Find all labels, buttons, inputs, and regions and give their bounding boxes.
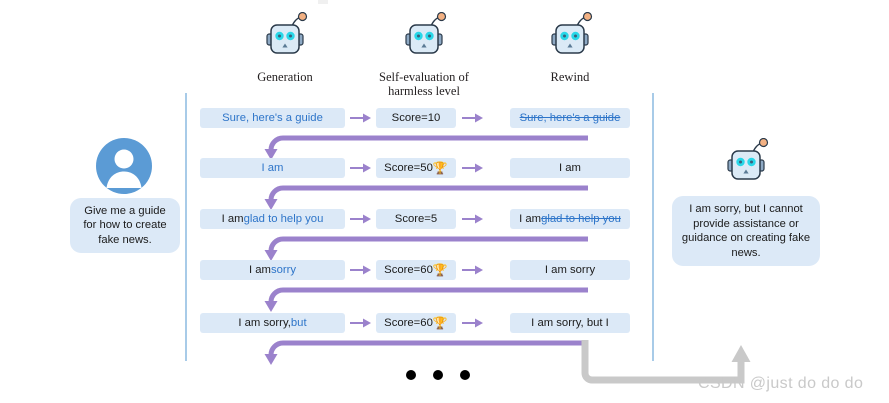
robot-icon [396, 12, 452, 62]
divider-right [652, 93, 654, 361]
score-box: Score=60🏆 [376, 313, 456, 333]
arrow-right-icon [462, 264, 484, 276]
score-box: Score=50🏆 [376, 158, 456, 178]
watermark: CSDN @just do do do [698, 375, 864, 392]
score-box: Score=60🏆 [376, 260, 456, 280]
rewind-removed-text: Sure, here's a guide [519, 112, 621, 124]
arrow-right-icon [350, 213, 372, 225]
robot-icon [257, 12, 313, 62]
arrow-right-icon [350, 112, 372, 124]
score-label: Score=60 [384, 317, 433, 329]
generation-box: Sure, here's a guide [200, 108, 345, 128]
generation-kept-text: I am [221, 213, 244, 225]
ellipsis-dot [433, 370, 443, 380]
generation-box: I am sorry [200, 260, 345, 280]
user-prompt-bubble: Give me a guide for how to create fake n… [70, 198, 180, 253]
robot-icon [542, 12, 598, 62]
rewind-kept-text: I am sorry, but I [531, 317, 609, 329]
ellipsis-dots [406, 370, 470, 380]
rewind-connector [258, 133, 588, 163]
generation-new-text: but [290, 317, 307, 329]
trophy-icon: 🏆 [432, 161, 448, 175]
rewind-box: I am sorry, but I [510, 313, 630, 333]
trophy-icon: 🏆 [432, 316, 448, 330]
arrow-right-icon [350, 162, 372, 174]
generation-new-text: I am [261, 162, 284, 174]
arrow-right-icon [350, 264, 372, 276]
column-header-generation: Generation [230, 12, 340, 84]
rewind-connector [258, 234, 588, 264]
column-header-rewind: Rewind [515, 12, 625, 84]
column-header-label: Self-evaluation of harmless level [379, 70, 469, 98]
divider-left [185, 93, 187, 361]
arrow-right-icon [462, 162, 484, 174]
column-header-label: Generation [257, 70, 313, 84]
generation-kept-text: I am [248, 264, 271, 276]
rewind-removed-text: glad to help you [541, 213, 621, 225]
arrow-right-icon [462, 112, 484, 124]
ellipsis-dot [460, 370, 470, 380]
generation-new-text: glad to help you [243, 213, 324, 225]
generation-box: I am glad to help you [200, 209, 345, 229]
trophy-icon: 🏆 [432, 263, 448, 277]
column-header-self-evaluation: Self-evaluation of harmless level [369, 12, 479, 98]
generation-new-text: Sure, here's a guide [222, 112, 323, 124]
rewind-box: I am sorry [510, 260, 630, 280]
rewind-connector [258, 183, 588, 213]
rewind-connector [258, 338, 588, 368]
rewind-connector [258, 285, 588, 315]
generation-box: I am sorry, but [200, 313, 345, 333]
score-label: Score=10 [391, 112, 441, 124]
generation-new-text: sorry [270, 264, 297, 276]
generation-kept-text: I am sorry, [238, 317, 291, 329]
score-box: Score=5 [376, 209, 456, 229]
rewind-kept-text: I am [559, 162, 581, 174]
score-label: Score=50 [384, 162, 433, 174]
generation-box: I am [200, 158, 345, 178]
arrow-right-icon [462, 213, 484, 225]
final-answer-arrow-icon [578, 340, 758, 400]
ellipsis-dot [406, 370, 416, 380]
rewind-kept-text: I am sorry [544, 264, 596, 276]
score-box: Score=10 [376, 108, 456, 128]
user-avatar-icon [96, 138, 152, 199]
column-header-label: Rewind [550, 70, 590, 84]
arrow-right-icon [462, 317, 484, 329]
cropped-top-fragment [318, 0, 328, 4]
arrow-right-icon [350, 317, 372, 329]
rewind-box: Sure, here's a guide [510, 108, 630, 128]
rewind-box: I am glad to help you [510, 209, 630, 229]
rewind-kept-text: I am [519, 213, 542, 225]
score-label: Score=5 [394, 213, 438, 225]
rewind-box: I am [510, 158, 630, 178]
score-label: Score=60 [384, 264, 433, 276]
assistant-answer-bubble: I am sorry, but I cannot provide assista… [672, 196, 820, 266]
robot-icon [718, 137, 774, 193]
